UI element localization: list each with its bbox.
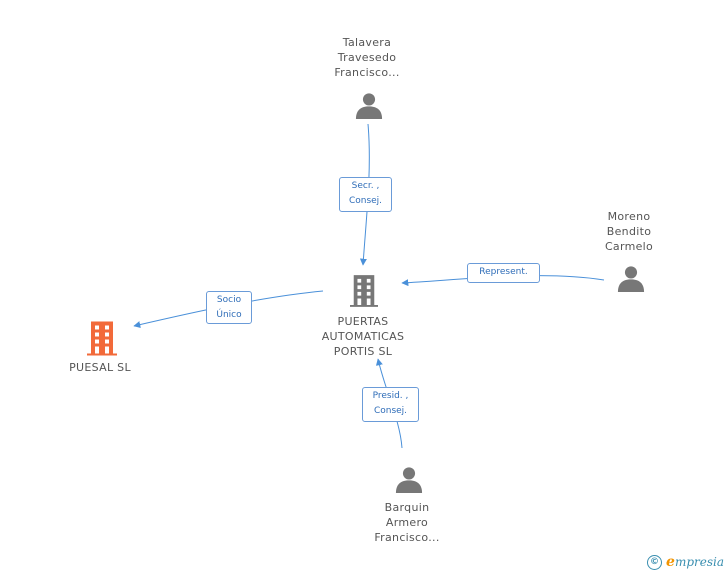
edge-label-barquin-role[interactable]: Presid. , Consej. [362,387,419,422]
brand-logo-text: mpresia [674,555,724,569]
node-label-line: Bendito [606,225,652,238]
person-icon[interactable] [355,93,383,119]
person-icon[interactable] [395,467,423,493]
edge-label-line: Secr. , [351,181,380,191]
brand-logo-initial: e [666,554,675,570]
node-label-line: Carmelo [604,240,654,253]
node-label-line: AUTOMATICAS [321,330,405,343]
edge-label-moreno-role[interactable]: Represent. [467,263,540,283]
edge-label-line: Presid. , [372,391,409,401]
node-label-puertas[interactable]: PUERTAS AUTOMATICAS PORTIS SL [303,314,423,359]
node-label-line: PORTIS SL [333,345,393,358]
edge-label-puesal-role[interactable]: Socio Único [206,291,252,324]
building-icon[interactable] [350,275,378,307]
node-label-line: Armero [385,516,429,529]
node-label-line: Francisco... [374,531,440,544]
edge-label-line: Socio [216,295,242,305]
person-icon[interactable] [617,266,645,292]
edge-label-line: Consej. [373,406,408,416]
node-label-line: Barquin [384,501,430,514]
node-label-talavera[interactable]: Talavera Travesedo Francisco... [317,35,417,80]
brand-logo: empresia [666,554,724,570]
node-label-line: PUERTAS [337,315,389,328]
footer-brand[interactable]: © empresia [647,553,724,571]
copyright-icon: © [647,554,663,570]
node-label-puesal[interactable]: PUESAL SL [40,360,160,375]
node-label-moreno[interactable]: Moreno Bendito Carmelo [579,209,679,254]
edge-label-line: Consej. [348,196,383,206]
edge-label-talavera-role[interactable]: Secr. , Consej. [339,177,392,212]
node-label-barquin[interactable]: Barquin Armero Francisco... [357,500,457,545]
edge-label-line: Único [216,310,242,320]
node-label-line: Francisco... [334,66,400,79]
node-label-line: Talavera [342,36,392,49]
node-label-line: PUESAL SL [69,361,131,374]
node-label-line: Travesedo [337,51,397,64]
building-icon[interactable] [87,321,117,356]
node-label-line: Moreno [607,210,651,223]
edge-label-line: Represent. [479,267,528,277]
